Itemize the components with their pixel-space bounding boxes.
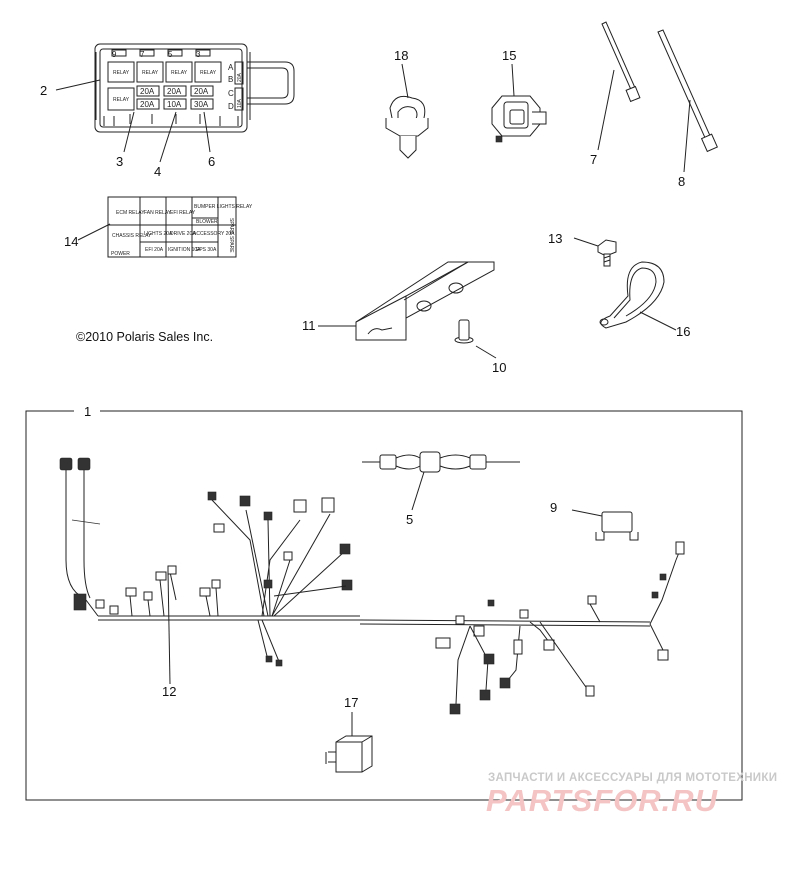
main-wire-harness [59,457,685,715]
fuse-rating: 20A [194,87,209,96]
callout-13: 13 [548,231,562,246]
fuse-label-cell: SPARE [228,236,234,253]
callout-1: 1 [84,404,91,419]
callout-16: 16 [676,324,690,339]
slot-number: 7 [140,50,145,59]
fuse-label-cell: EFI 20A [145,247,164,253]
side-fuse-rating: 10A [237,98,243,108]
relay-label: RELAY [171,70,188,76]
callout-2: 2 [40,83,47,98]
callout-9: 9 [550,500,557,515]
fuse-label-cell: BUMPER LIGHTS RELAY [194,204,253,210]
fuse-rating: 30A [194,100,209,109]
side-fuse-rating: 20A [237,72,243,82]
callout-numbers: 2 3 4 6 18 15 7 8 14 13 11 16 10 1 5 9 1… [40,48,690,710]
fuse-label-cell: BLOWER [196,219,218,225]
relay-label: RELAY [142,70,159,76]
relay [325,712,373,773]
fuse-label-cell: CHASSIS RELAY [112,233,152,239]
row-letter: B [228,75,233,84]
callout-10: 10 [492,360,506,375]
callout-7: 7 [590,152,597,167]
fuse-label-cell: FAN RELAY [144,210,172,216]
callout-17: 17 [344,695,358,710]
callout-4: 4 [154,164,161,179]
row-letter: A [228,63,234,72]
fuse-rating: 20A [140,87,155,96]
slot-number: 9 [112,50,117,59]
callout-12: 12 [162,684,176,699]
callout-6: 6 [208,154,215,169]
row-letter: D [228,102,234,111]
relay-label: RELAY [113,70,130,76]
callout-5: 5 [406,512,413,527]
inline-fuse-holder [362,451,520,511]
fuse-rating: 10A [167,100,182,109]
fuse-box: 9 7 5 3 RELAY RELAY RELAY RELAY RELAY 20… [94,43,295,133]
bolt [573,237,617,267]
fuse-label-cell: EPS 30A [196,247,217,253]
fuse-label-cell: DRIVE 20A [170,231,196,237]
relay-label: RELAY [200,70,217,76]
harness-clip [385,63,429,159]
slot-number: 5 [168,50,173,59]
watermark-brand: PARTSFOR.RU [486,783,719,818]
copyright-notice: ©2010 Polaris Sales Inc. [76,330,214,344]
callout-14: 14 [64,234,78,249]
slot-number: 3 [196,50,201,59]
callout-8: 8 [678,174,685,189]
leaders-fusebox [55,79,211,163]
relay-label: RELAY [113,97,130,103]
p-clamp [599,261,677,331]
push-rivet [454,319,497,359]
fuse-label-decal: ECM RELAY FAN RELAY EFI RELAY BUMPER LIG… [77,196,253,258]
cable-tie-short [597,21,641,151]
callout-15: 15 [502,48,516,63]
watermark-tagline: ЗАПЧАСТИ И АКСЕССУАРЫ ДЛЯ МОТОТЕХНИКИ [488,772,778,784]
callout-3: 3 [116,154,123,169]
fuse-label-cell: POWER [111,251,130,257]
mounting-bracket [318,261,495,341]
cable-tie-long [657,29,718,173]
row-letter: C [228,89,234,98]
assembly-frame [25,410,743,801]
fuse-label-cell: EFI RELAY [170,210,196,216]
diode-module [571,509,639,541]
fuse-rating: 20A [140,100,155,109]
fuse-label-cell: IGNITION 10A [168,247,201,253]
fuse-label-cell: LIGHTS 20A [144,231,173,237]
fuse-label-cell: ECM RELAY [116,210,145,216]
fuse-label-cell: SPARE [228,218,234,235]
callout-11: 11 [302,318,316,333]
callout-18: 18 [394,48,408,63]
fuse-label-cell: ACCESSORY 20A [193,231,235,237]
fuse-rating: 20A [167,87,182,96]
connector-housing [491,63,547,143]
